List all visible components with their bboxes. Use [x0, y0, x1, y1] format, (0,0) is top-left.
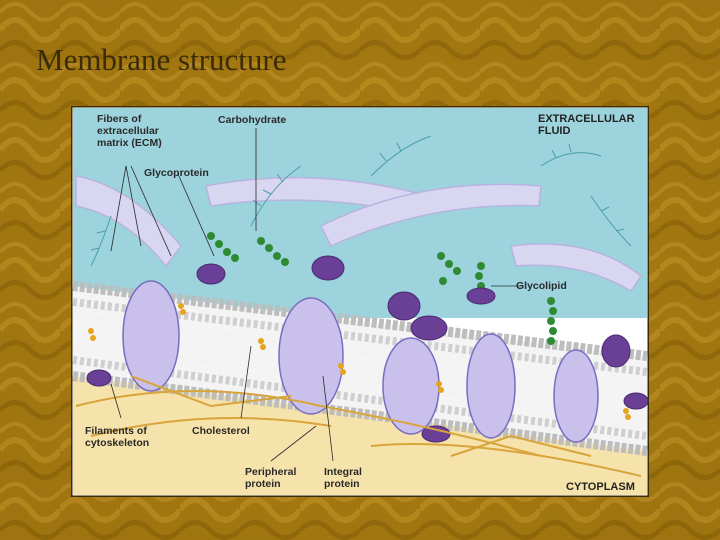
label-fibers-ecm: Fibers of extracellular matrix (ECM) — [97, 113, 162, 149]
glycoprotein-chains — [207, 232, 485, 290]
cholesterol-molecules — [88, 303, 631, 420]
label-carbohydrate: Carbohydrate — [218, 114, 287, 126]
peripheral-proteins — [86, 255, 649, 443]
label-glycoprotein: Glycoprotein — [144, 167, 209, 179]
label-peripheral-protein: Peripheral protein — [245, 466, 297, 490]
label-filaments: Filaments of cytoskeleton — [85, 425, 150, 449]
ecm-fibers — [75, 175, 643, 293]
label-leader-lines — [110, 128, 521, 462]
cytoskeleton-filaments — [75, 375, 642, 477]
membrane-diagram — [71, 106, 649, 497]
label-integral-protein: Integral protein — [324, 466, 362, 490]
glycolipid-chain — [547, 297, 557, 345]
label-extracellular-fluid: EXTRACELLULAR FLUID — [538, 113, 635, 137]
carbohydrate-branches — [90, 135, 632, 267]
slide-title: Membrane structure — [36, 42, 287, 77]
membrane-proteins — [122, 280, 599, 443]
label-glycolipid: Glycolipid — [516, 280, 567, 292]
label-cholesterol: Cholesterol — [192, 425, 250, 437]
label-cytoplasm: CYTOPLASM — [566, 481, 635, 493]
